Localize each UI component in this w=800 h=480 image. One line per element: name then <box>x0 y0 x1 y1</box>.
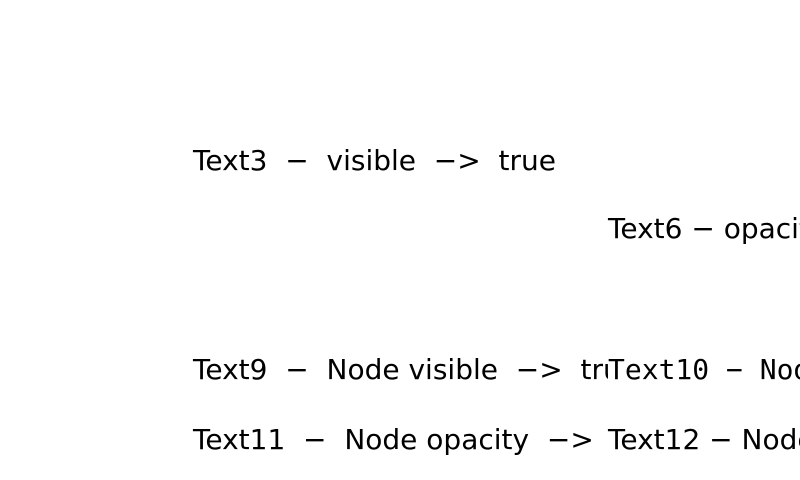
text6-label: Text6 − opacity <box>608 212 800 245</box>
text9-label: Text9 − Node visible −> true <box>193 353 638 386</box>
text3-label: Text3 − visible −> true <box>193 144 556 177</box>
text10-label: Text10 − Node <box>608 353 800 386</box>
text12-label: Text12 − Node <box>608 423 800 456</box>
text11-label: Text11 − Node opacity −> 0 <box>193 423 630 456</box>
